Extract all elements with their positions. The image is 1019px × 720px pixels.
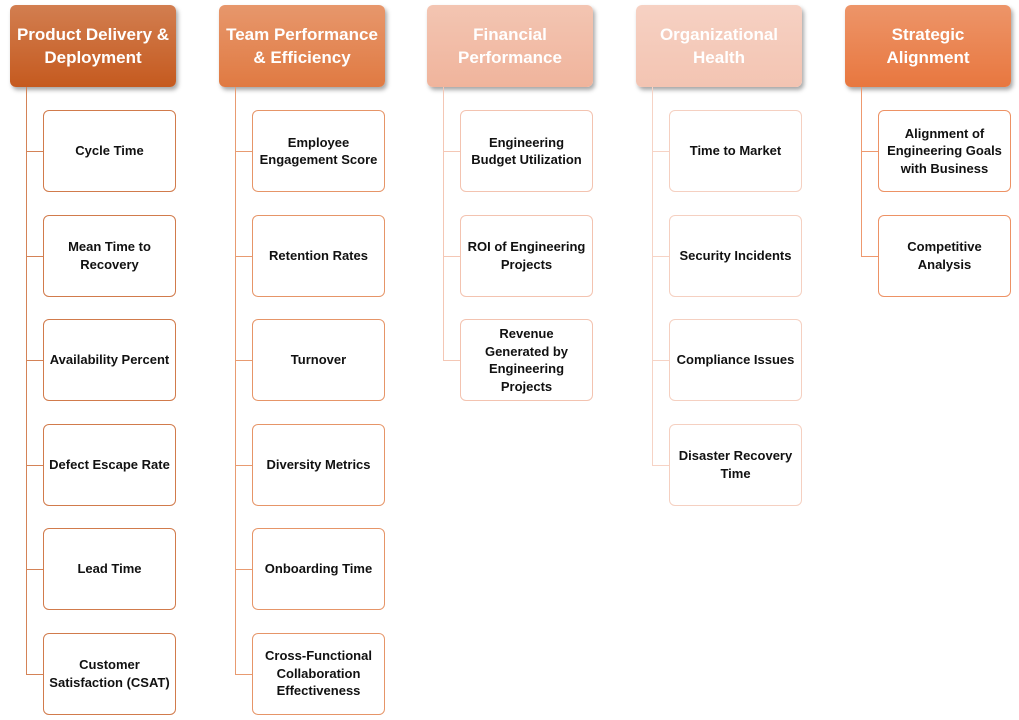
metric-card-turnover: Turnover <box>252 319 385 401</box>
metric-card-compliance-issues: Compliance Issues <box>669 319 802 401</box>
metric-card-disaster-recovery-time: Disaster Recovery Time <box>669 423 802 506</box>
metric-card-cycle-time: Cycle Time <box>43 110 176 192</box>
connector-branch <box>652 151 669 152</box>
column-header: Organizational Health <box>636 5 802 87</box>
connector-branch <box>443 255 460 257</box>
connector-branch <box>26 569 43 570</box>
metric-card-alignment-of-engineering-goals-with-business: Alignment of Engineering Goals with Busi… <box>878 110 1011 192</box>
metric-card-mean-time-to-recovery: Mean Time to Recovery <box>43 214 176 297</box>
metric-card-competitive-analysis: Competitive Analysis <box>878 214 1011 297</box>
connector-line <box>235 87 236 674</box>
connector-branch <box>235 151 252 152</box>
connector-branch <box>443 151 460 152</box>
connector-line <box>443 87 444 360</box>
connector-branch <box>26 360 43 361</box>
connector-branch <box>235 464 252 466</box>
metric-card-availability-percent: Availability Percent <box>43 319 176 401</box>
column-header: Team Performance & Efficiency <box>219 5 385 87</box>
connector-branch <box>26 464 43 466</box>
column-header: Product Delivery & Deployment <box>10 5 176 87</box>
column-header: Financial Performance <box>427 5 593 87</box>
connector-branch <box>26 673 43 675</box>
metric-card-security-incidents: Security Incidents <box>669 214 802 297</box>
column-header: Strategic Alignment <box>845 5 1011 87</box>
connector-branch <box>235 673 252 675</box>
metric-card-roi-of-engineering-projects: ROI of Engineering Projects <box>460 214 593 297</box>
metric-card-diversity-metrics: Diversity Metrics <box>252 423 385 506</box>
connector-branch <box>26 151 43 152</box>
connector-branch <box>235 569 252 570</box>
connector-line <box>652 87 653 465</box>
connector-branch <box>652 464 669 466</box>
metric-card-customer-satisfaction-csat: Customer Satisfaction (CSAT) <box>43 632 176 715</box>
connector-branch <box>26 255 43 257</box>
metric-card-cross-functional-collaboration-effectiveness: Cross-Functional Collaboration Effective… <box>252 632 385 715</box>
connector-branch <box>235 255 252 257</box>
metric-card-onboarding-time: Onboarding Time <box>252 528 385 610</box>
metric-card-employee-engagement-score: Employee Engagement Score <box>252 110 385 192</box>
connector-branch <box>235 360 252 361</box>
metric-card-engineering-budget-utilization: Engineering Budget Utilization <box>460 110 593 192</box>
metric-card-defect-escape-rate: Defect Escape Rate <box>43 423 176 506</box>
connector-branch <box>861 151 878 152</box>
metric-card-time-to-market: Time to Market <box>669 110 802 192</box>
metric-card-revenue-generated-by-engineering-projects: Revenue Generated by Engineering Project… <box>460 319 593 401</box>
connector-branch <box>861 255 878 257</box>
metric-card-retention-rates: Retention Rates <box>252 214 385 297</box>
connector-line <box>861 87 862 256</box>
connector-branch <box>652 255 669 257</box>
metric-card-lead-time: Lead Time <box>43 528 176 610</box>
connector-branch <box>652 360 669 361</box>
connector-branch <box>443 360 460 361</box>
connector-line <box>26 87 27 674</box>
